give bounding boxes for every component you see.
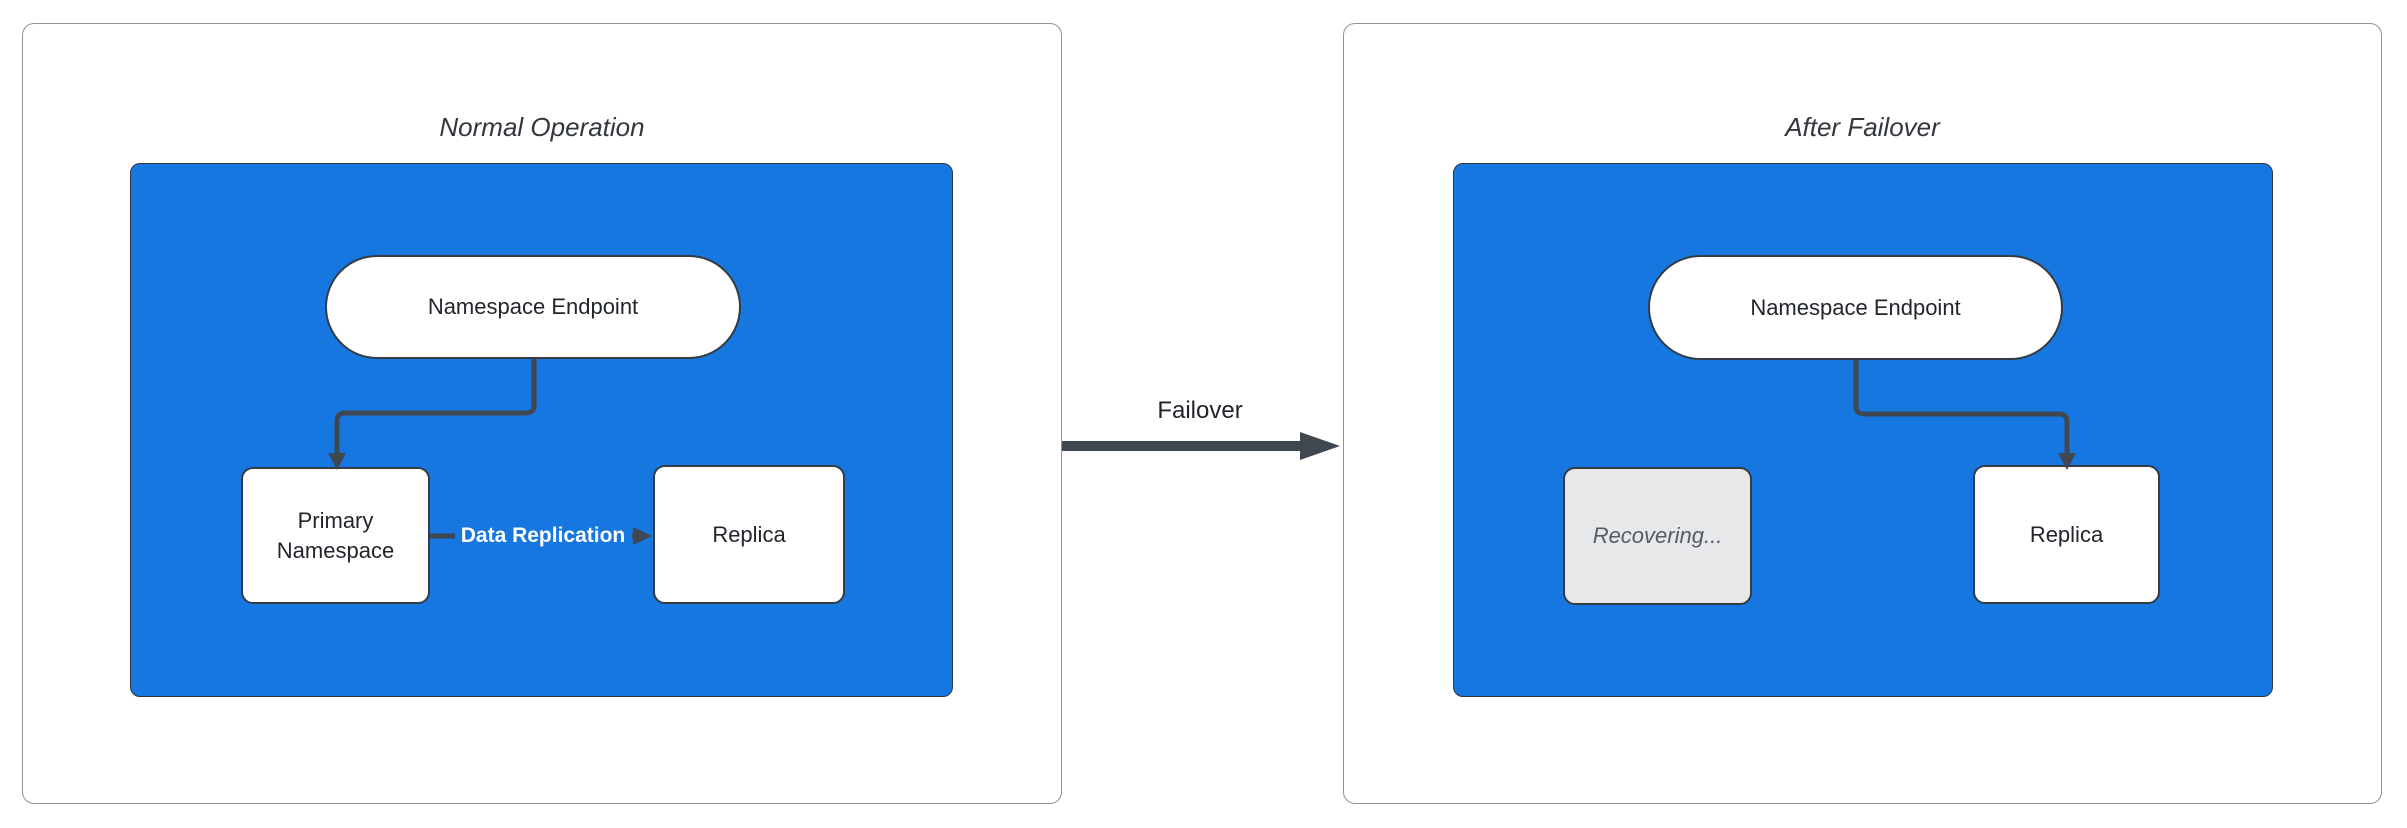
- edge-label-failover: Failover: [1157, 397, 1243, 424]
- node-label: Replica: [2029, 521, 2104, 547]
- cluster-normal-operation: [130, 163, 953, 697]
- node-primary-namespace: Primary Namespace: [241, 467, 430, 604]
- node-label: Namespace Endpoint: [1750, 294, 1961, 320]
- node-label: Recovering...: [1592, 523, 1723, 549]
- panel-title-after-failover: After Failover: [1785, 112, 1940, 142]
- edge-label-data-replication: Data Replication: [454, 521, 632, 551]
- panel-title-normal-operation: Normal Operation: [439, 112, 645, 142]
- node-label: Replica: [712, 521, 786, 547]
- node-recovering: Recovering...: [1563, 467, 1752, 605]
- node-namespace-endpoint-right: Namespace Endpoint: [1648, 255, 2063, 360]
- cluster-after-failover: [1453, 163, 2273, 697]
- node-replica-right: Replica: [1973, 465, 2160, 604]
- node-namespace-endpoint-left: Namespace Endpoint: [325, 255, 741, 359]
- node-label: Namespace Endpoint: [427, 294, 639, 320]
- edge-failover-arrow: [1062, 432, 1340, 460]
- node-replica-left: Replica: [653, 465, 845, 604]
- node-label: Primary Namespace: [276, 507, 395, 563]
